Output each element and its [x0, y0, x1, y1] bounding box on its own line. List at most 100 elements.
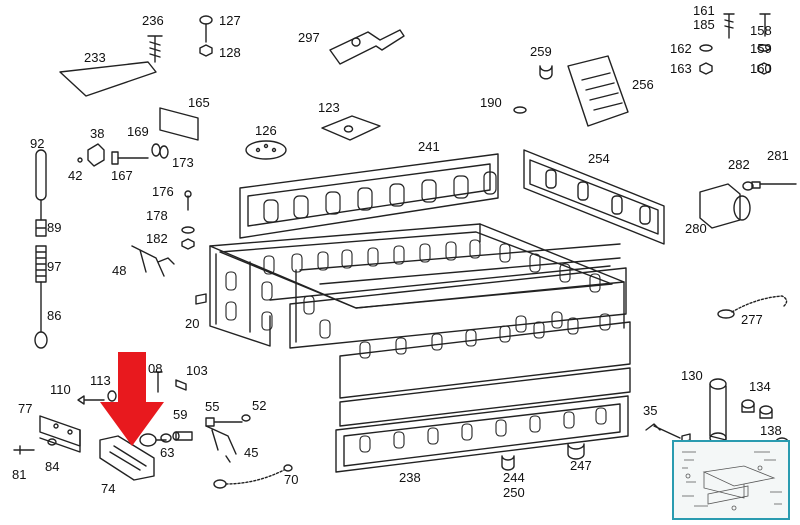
callout-176: 176 — [152, 184, 174, 199]
callout-282: 282 — [728, 157, 750, 172]
callout-128: 128 — [219, 45, 241, 60]
plug-244-icon — [501, 455, 515, 471]
callout-126: 126 — [255, 123, 277, 138]
callout-190: 190 — [480, 95, 502, 110]
hinge-38-icon — [77, 143, 169, 167]
callout-63: 63 — [160, 445, 175, 460]
bracket-280-icon — [699, 181, 797, 229]
chain-70-icon — [213, 464, 293, 489]
callout-178: 178 — [146, 208, 168, 223]
callout-259: 259 — [530, 44, 552, 59]
callout-113: 113 — [90, 373, 111, 388]
callout-162: 162 — [670, 41, 692, 56]
callout-20: 20 — [185, 316, 200, 331]
hinge-bracket-74-icon — [99, 433, 172, 481]
hook-48-icon — [131, 245, 175, 277]
callout-52: 52 — [252, 398, 267, 413]
callout-167: 167 — [111, 168, 133, 183]
latch-297-icon — [329, 29, 405, 65]
washers-icon — [699, 44, 771, 75]
callout-55: 55 — [205, 399, 220, 414]
plug-247-icon — [567, 443, 585, 460]
callout-86: 86 — [47, 308, 62, 323]
callout-77: 77 — [18, 401, 33, 416]
bolt-127-icon — [199, 15, 213, 57]
callout-138: 138 — [760, 423, 782, 438]
cargo-body-icon — [209, 223, 631, 399]
screw-161-icon — [723, 13, 735, 39]
washer-190-icon — [513, 106, 527, 114]
callout-173: 173 — [172, 155, 194, 170]
plate-233-icon — [59, 61, 157, 97]
clip-20-icon — [195, 293, 207, 305]
callout-161: 161 — [693, 3, 715, 18]
callout-277: 277 — [741, 312, 763, 327]
front-panel-slots — [263, 171, 497, 223]
bracket-123-icon — [321, 115, 381, 141]
down-arrow-icon — [100, 352, 164, 446]
callout-74: 74 — [101, 481, 116, 496]
callout-163: 163 — [670, 61, 692, 76]
latch-45-icon — [205, 425, 237, 463]
callout-233: 233 — [84, 50, 106, 65]
callout-297: 297 — [298, 30, 320, 45]
overview-thumbnail[interactable] — [672, 440, 790, 520]
screw-158-icon — [759, 13, 771, 37]
callout-130: 130 — [681, 368, 703, 383]
tensioner-rod-icon — [34, 149, 48, 349]
side-panel-238-slots — [359, 407, 607, 453]
plug-259-icon — [539, 65, 553, 80]
pin-176-icon — [181, 190, 195, 250]
step-256-icon — [567, 55, 629, 127]
body-slots — [225, 239, 611, 359]
front-panel-241-icon — [239, 153, 499, 239]
callout-241: 241 — [418, 139, 440, 154]
pins-55-icon — [172, 414, 251, 441]
callout-48: 48 — [112, 263, 127, 278]
callout-250: 250 — [503, 485, 525, 500]
bracket-77-icon — [13, 415, 81, 455]
callout-92: 92 — [30, 136, 45, 151]
callout-123: 123 — [318, 100, 340, 115]
callout-70: 70 — [284, 472, 299, 487]
callout-256: 256 — [632, 77, 654, 92]
callout-81: 81 — [12, 467, 27, 482]
callout-254: 254 — [588, 151, 610, 166]
callout-236: 236 — [142, 13, 164, 28]
plate-165-icon — [159, 107, 199, 141]
callout-160: 160 — [750, 61, 772, 76]
callout-84: 84 — [45, 459, 60, 474]
callout-38: 38 — [90, 126, 105, 141]
chain-277-icon — [717, 295, 788, 319]
side-panel-238-icon — [335, 367, 631, 473]
side-panel-254-icon — [523, 149, 665, 245]
plate-126-icon — [245, 140, 287, 160]
callout-127: 127 — [219, 13, 241, 28]
callout-185: 185 — [693, 17, 715, 32]
callout-103: 103 — [186, 363, 208, 378]
callout-134: 134 — [749, 379, 771, 394]
callout-244: 244 — [503, 470, 525, 485]
callout-238: 238 — [399, 470, 421, 485]
screw-236-icon — [147, 35, 163, 63]
callout-247: 247 — [570, 458, 592, 473]
thumbnail-drawing — [682, 451, 782, 511]
callout-97: 97 — [47, 259, 62, 274]
callout-45: 45 — [244, 445, 259, 460]
callout-182: 182 — [146, 231, 168, 246]
callout-35: 35 — [643, 403, 658, 418]
callout-169: 169 — [127, 124, 149, 139]
callout-281: 281 — [767, 148, 789, 163]
callout-89: 89 — [47, 220, 62, 235]
callout-08: 08 — [148, 361, 163, 376]
callout-158: 158 — [750, 23, 772, 38]
callout-42: 42 — [68, 168, 83, 183]
bolts-110-icon — [77, 371, 187, 405]
callout-165: 165 — [188, 95, 210, 110]
callout-280: 280 — [685, 221, 707, 236]
callout-159: 159 — [750, 41, 772, 56]
callout-59: 59 — [173, 407, 188, 422]
callout-110: 110 — [50, 382, 71, 397]
